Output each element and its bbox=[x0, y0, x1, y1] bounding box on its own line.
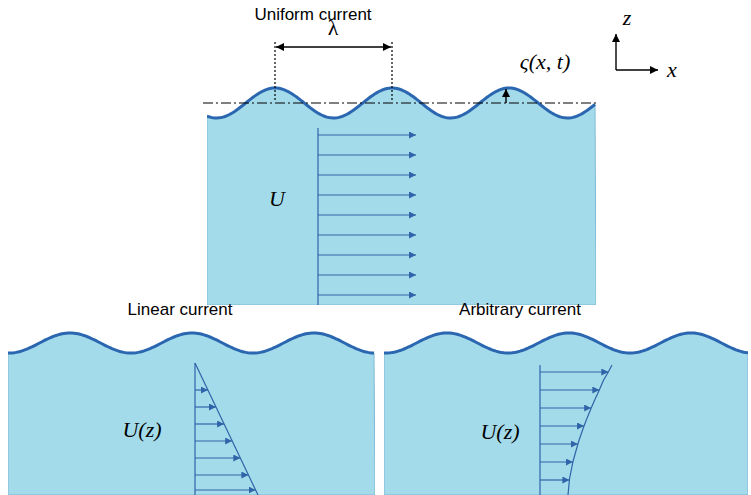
current-arrows bbox=[318, 135, 416, 295]
wave-surface bbox=[384, 333, 748, 353]
water-body bbox=[207, 2, 596, 305]
current-arrows bbox=[540, 372, 608, 480]
current-arrow bbox=[540, 425, 584, 426]
current-arrow bbox=[540, 371, 608, 372]
wave-surface bbox=[207, 88, 595, 118]
wave-surface bbox=[8, 333, 374, 353]
wavelength-arrow bbox=[276, 46, 391, 47]
current-arrow bbox=[195, 389, 208, 390]
elevation-symbol: ς(x, t) bbox=[520, 50, 570, 74]
panel-title: Uniform current bbox=[254, 6, 371, 25]
current-arrow bbox=[318, 134, 416, 135]
axis-label: x bbox=[667, 58, 677, 82]
current-arrow bbox=[318, 254, 416, 255]
current-arrow bbox=[195, 406, 216, 407]
current-arrow bbox=[318, 214, 416, 215]
z-axis bbox=[615, 34, 616, 70]
panel-title: Linear current bbox=[128, 301, 233, 320]
elevation-arrow bbox=[505, 89, 506, 103]
profile-baseline bbox=[317, 128, 318, 305]
water-panel: Linear currentU(z) bbox=[8, 298, 375, 495]
axis-label: z bbox=[623, 6, 632, 30]
current-arrow bbox=[540, 407, 591, 408]
water-body bbox=[384, 298, 748, 495]
current-symbol: U bbox=[269, 187, 285, 211]
current-arrow bbox=[318, 194, 416, 195]
water-panel: Arbitrary currentU(z) bbox=[384, 298, 748, 495]
current-arrow bbox=[195, 440, 232, 441]
wavelength-guide bbox=[391, 42, 392, 100]
profile-curve bbox=[195, 363, 258, 495]
current-symbol: U(z) bbox=[122, 418, 161, 442]
wavelength-guide bbox=[274, 42, 275, 100]
current-arrow bbox=[318, 154, 416, 155]
current-symbol: U(z) bbox=[480, 420, 519, 444]
water-fill bbox=[384, 333, 748, 495]
current-arrows bbox=[195, 390, 256, 490]
current-arrow bbox=[195, 457, 240, 458]
water-fill bbox=[207, 88, 596, 305]
panel-title: Arbitrary current bbox=[459, 301, 581, 320]
water-body bbox=[8, 298, 375, 495]
current-arrow bbox=[318, 274, 416, 275]
current-arrow bbox=[195, 423, 224, 424]
profile-curve bbox=[568, 365, 612, 495]
wavelength-symbol: λ bbox=[328, 16, 339, 40]
current-arrow bbox=[540, 443, 578, 444]
water-fill bbox=[8, 333, 375, 495]
current-arrow bbox=[540, 389, 599, 390]
current-arrow bbox=[318, 234, 416, 235]
current-arrow bbox=[318, 174, 416, 175]
mean-level-line bbox=[203, 102, 596, 103]
water-panel: Uniform currentU bbox=[207, 2, 596, 305]
profile-baseline bbox=[194, 363, 195, 495]
current-arrow bbox=[540, 461, 573, 462]
profile-baseline bbox=[539, 365, 540, 495]
current-arrow bbox=[318, 294, 416, 295]
current-arrow bbox=[195, 489, 256, 490]
current-arrow bbox=[195, 474, 248, 475]
x-axis bbox=[616, 69, 658, 70]
current-arrow bbox=[540, 479, 569, 480]
